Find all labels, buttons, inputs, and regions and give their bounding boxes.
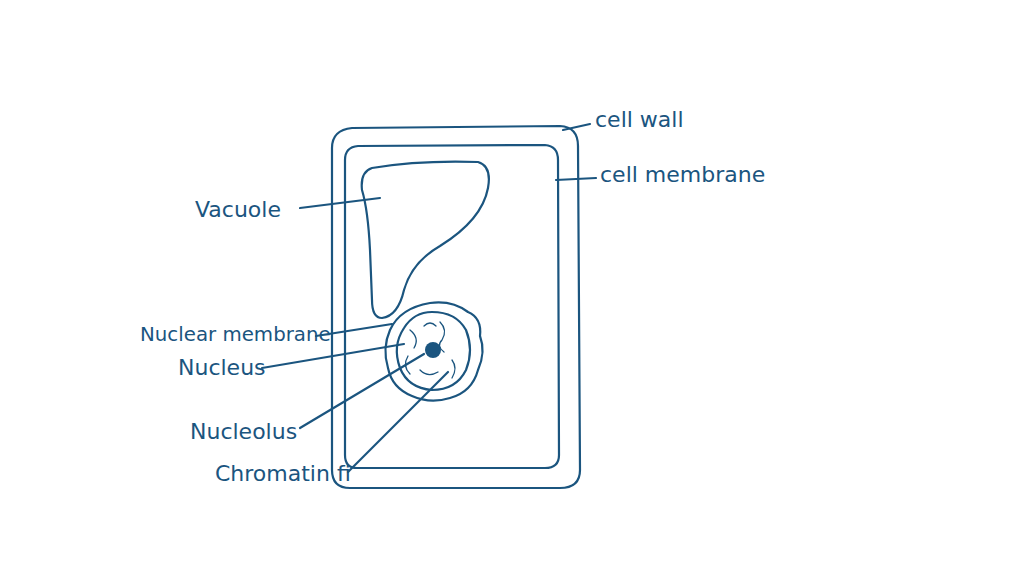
leader-line [348, 372, 448, 472]
leader-line [262, 344, 404, 368]
leader-line [563, 124, 590, 130]
part-label: Vacuole [195, 198, 281, 222]
chromatin-fibres [405, 322, 455, 378]
leader-line [300, 354, 424, 428]
leader-line [556, 178, 596, 180]
nucleolus-dot [425, 342, 441, 358]
part-label: cell membrane [600, 163, 765, 187]
cell-wall-outline [332, 126, 580, 488]
vacuole-outline [362, 162, 489, 318]
nucleus-outline [397, 312, 470, 390]
leader-line [300, 198, 380, 208]
part-label: Nuclear membrane [140, 324, 331, 346]
cell-membrane-outline [345, 145, 559, 468]
part-label: Nucleolus [190, 420, 297, 444]
part-label: Nucleus [178, 356, 266, 380]
part-label: Chromatin fi [215, 462, 351, 486]
part-label: cell wall [595, 108, 684, 132]
